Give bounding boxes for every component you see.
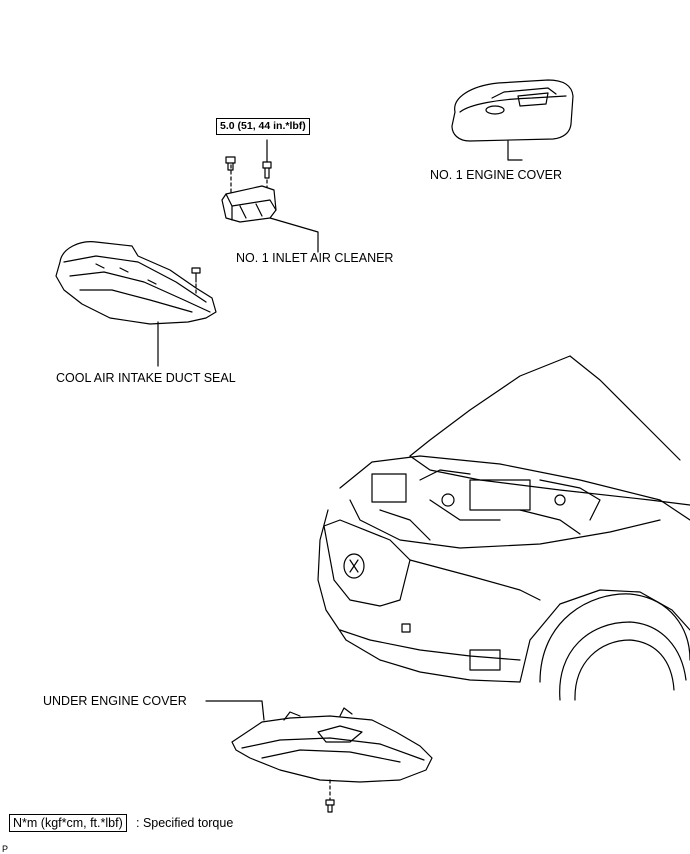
cool-air-duct-seal-label: COOL AIR INTAKE DUCT SEAL (56, 371, 236, 385)
figure-code: P (2, 844, 9, 854)
torque-unit-legend-box: N*m (kgf*cm, ft.*lbf) (9, 814, 127, 832)
torque-legend-description: : Specified torque (136, 816, 234, 830)
engine-cover-label: NO. 1 ENGINE COVER (430, 168, 562, 182)
under-engine-cover-part (205, 700, 433, 813)
cool-air-duct-seal-part (55, 241, 217, 367)
engine-cover-part (451, 79, 574, 161)
under-engine-cover-label: UNDER ENGINE COVER (43, 694, 187, 708)
torque-spec-box: 5.0 (51, 44 in.*lbf) (216, 118, 310, 135)
vehicle-front-illustration (317, 355, 690, 701)
inlet-air-cleaner-label: NO. 1 INLET AIR CLEANER (236, 251, 394, 265)
inlet-air-cleaner-part (221, 139, 319, 253)
